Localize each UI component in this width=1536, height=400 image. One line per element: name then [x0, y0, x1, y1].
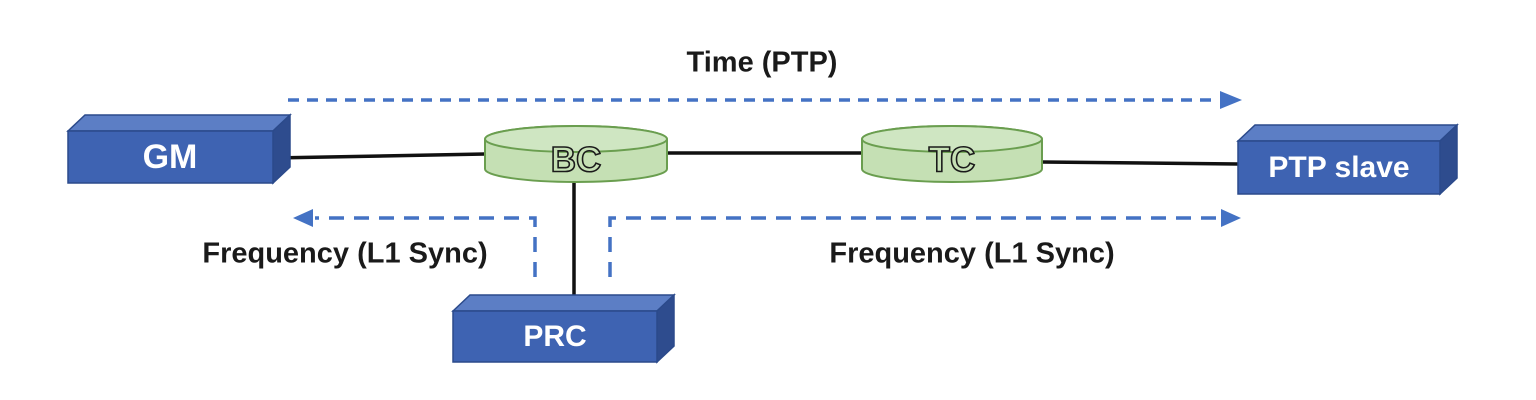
prc-box-top: [451, 294, 676, 312]
freq-right-arrow-line: [608, 216, 1219, 277]
freq-left-arrow-head-icon: [293, 209, 313, 227]
freq-right-arrow-head-icon: [1221, 209, 1241, 227]
link-tc-ptp-slave: [1041, 160, 1239, 166]
node-gm: GM: [66, 113, 292, 185]
tc-cylinder-top: [861, 125, 1043, 153]
gm-box-front: [67, 130, 274, 184]
freq-left-flow: Frequency (L1 Sync): [202, 209, 537, 277]
freq-left-arrow-line: [315, 216, 537, 277]
ptp-slave-box-top: [1236, 124, 1459, 142]
freq-left-label: Frequency (L1 Sync): [202, 238, 487, 270]
node-ptp-slave: PTP slave: [1236, 123, 1459, 196]
freq-right-flow: Frequency (L1 Sync): [608, 209, 1241, 277]
time-flow-label: Time (PTP): [687, 47, 838, 79]
time-flow: Time (PTP): [288, 47, 1242, 109]
node-prc: PRC: [451, 293, 676, 364]
tc-label: TC: [929, 140, 976, 179]
gm-box-top: [66, 114, 292, 132]
time-arrow-head-icon: [1220, 91, 1242, 109]
freq-right-label: Frequency (L1 Sync): [829, 238, 1114, 270]
gm-label: GM: [143, 138, 198, 176]
prc-label: PRC: [523, 320, 586, 353]
node-bc: BC: [484, 125, 668, 183]
ptp-slave-label: PTP slave: [1268, 151, 1409, 184]
ptp-slave-box-front: [1237, 140, 1441, 195]
link-gm-bc: [272, 152, 486, 160]
prc-box-front: [452, 310, 658, 363]
bc-label: BC: [551, 140, 602, 179]
node-tc: TC: [861, 125, 1043, 183]
bc-cylinder-top: [484, 125, 668, 153]
